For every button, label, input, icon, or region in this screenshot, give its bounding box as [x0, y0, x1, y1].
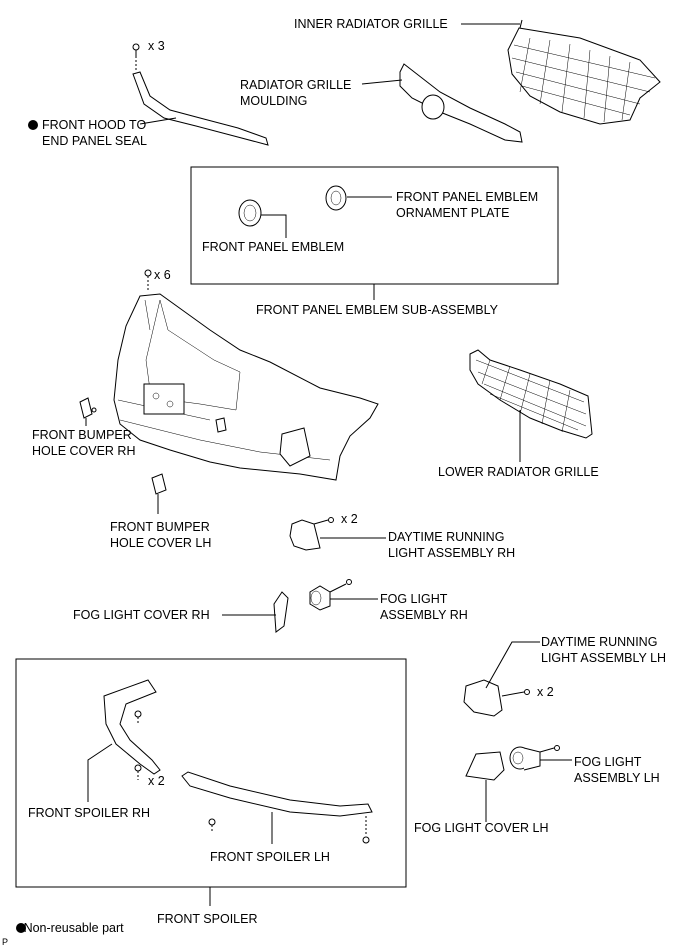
label-front-spoiler-rh: FRONT SPOILER RH	[28, 806, 151, 820]
front-spoiler-rh	[103, 679, 161, 775]
non-reusable-mark-hood-seal	[28, 120, 38, 130]
clip-hood-seal	[132, 43, 140, 72]
leader-spoiler-rh	[87, 743, 113, 802]
qty-screw-bumper: x 6	[154, 268, 171, 282]
label-hole-cover-lh: FRONT BUMPER HOLE COVER LH	[110, 520, 212, 550]
label-fog-light-cover-lh: FOG LIGHT COVER LH	[414, 821, 549, 835]
label-fog-light-assembly-rh: FOG LIGHT ASSEMBLY RH	[380, 592, 468, 622]
leader-hood-seal	[139, 117, 177, 125]
label-hole-cover-rh: FRONT BUMPER HOLE COVER RH	[32, 428, 136, 458]
leader-moulding	[361, 79, 403, 85]
fog-light-assembly-rh	[309, 579, 352, 611]
legend: ●Non-reusable part	[10, 920, 124, 936]
front-bumper-cover	[113, 293, 379, 481]
label-front-spoiler: FRONT SPOILER	[157, 912, 258, 926]
qty-screw-spoiler: x 2	[148, 774, 165, 788]
daytime-running-light-assembly-lh	[463, 679, 530, 717]
label-fog-light-assembly-lh: FOG LIGHT ASSEMBLY LH	[574, 755, 660, 785]
screw-spoiler	[134, 764, 142, 780]
fog-light-cover-rh	[273, 591, 289, 633]
label-radiator-grille-moulding: RADIATOR GRILLE MOULDING	[240, 78, 352, 108]
legend-text: Non-reusable part	[23, 921, 124, 935]
qty-screw-drl-lh: x 2	[537, 685, 554, 699]
fog-light-assembly-lh	[509, 745, 560, 771]
label-emblem-sub-assembly: FRONT PANEL EMBLEM SUB-ASSEMBLY	[256, 303, 498, 317]
label-inner-radiator-grille: INNER RADIATOR GRILLE	[294, 17, 448, 31]
front-hood-to-end-panel-seal	[132, 71, 269, 146]
label-drl-rh: DAYTIME RUNNING LIGHT ASSEMBLY RH	[388, 530, 516, 560]
label-front-hood-seal: FRONT HOOD TO END PANEL SEAL	[42, 118, 147, 148]
front-panel-emblem-ornament-plate	[325, 185, 347, 211]
radiator-grille-moulding	[399, 63, 523, 143]
front-spoiler-frame	[15, 658, 407, 888]
lower-radiator-grille	[469, 349, 593, 439]
label-lower-radiator-grille: LOWER RADIATOR GRILLE	[438, 465, 599, 479]
label-fog-light-cover-rh: FOG LIGHT COVER RH	[73, 608, 210, 622]
label-emblem-ornament-plate: FRONT PANEL EMBLEM ORNAMENT PLATE	[396, 190, 539, 220]
front-spoiler-lh	[181, 771, 373, 844]
screw-bumper	[144, 269, 152, 292]
front-panel-emblem	[238, 199, 262, 227]
label-front-panel-emblem: FRONT PANEL EMBLEM	[202, 240, 345, 254]
fog-light-cover-lh	[465, 751, 505, 781]
leader-front-panel-emblem	[261, 214, 287, 238]
qty-clip-hood-seal: x 3	[148, 39, 165, 53]
front-bumper-hole-cover-rh	[79, 397, 97, 419]
front-bumper-hole-cover-lh	[151, 473, 167, 495]
daytime-running-light-assembly-rh	[289, 517, 334, 551]
legend-bullet	[16, 923, 26, 933]
inner-radiator-grille	[507, 19, 661, 125]
label-front-spoiler-lh: FRONT SPOILER LH	[210, 850, 330, 864]
label-drl-lh: DAYTIME RUNNING LIGHT ASSEMBLY LH	[541, 635, 667, 665]
qty-screw-drl-rh: x 2	[341, 512, 358, 526]
corner-mark: P	[2, 937, 9, 947]
leader-drl-lh	[485, 641, 540, 689]
